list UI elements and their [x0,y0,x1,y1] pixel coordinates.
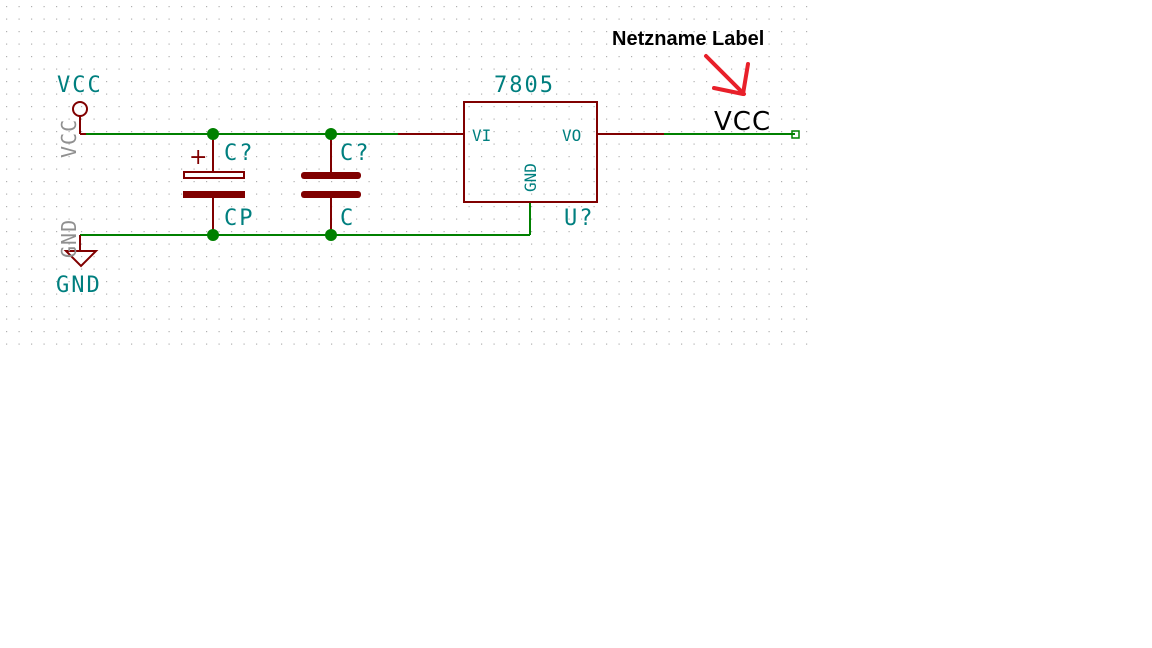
regulator-7805[interactable]: 7805 U? VI VO GND [398,73,664,231]
regulator-value: 7805 [494,73,555,98]
arrow-icon [704,54,750,96]
cp-value: CP [224,206,255,231]
cp-reference: C? [224,141,255,166]
net-label-anchor [791,130,800,139]
junction-dot [325,229,337,241]
pin-gnd-label: GND [521,163,540,192]
pin-vi-label: VI [472,126,491,145]
gnd-ghost-label: GND [57,219,81,258]
annotation: Netzname Label [612,28,764,96]
wires [80,133,795,236]
c-value: C [340,206,355,231]
polarity-plus: + [189,145,207,170]
regulator-reference: U? [564,206,595,231]
junction-dot [207,229,219,241]
junctions [207,128,337,241]
vcc-power-symbol[interactable]: VCC VCC [57,73,103,158]
gnd-value: GND [56,273,102,298]
net-label[interactable]: VCC [714,107,800,139]
gnd-power-symbol[interactable]: GND GND [56,219,102,298]
c-reference: C? [340,141,371,166]
junction-dot [325,128,337,140]
junction-dot [207,128,219,140]
vcc-ghost-label: VCC [57,119,81,158]
polarized-capacitor[interactable]: + C? CP [183,134,255,235]
annotation-text: Netzname Label [612,28,764,50]
capacitor[interactable]: C? C [301,134,371,235]
vcc-value: VCC [57,73,103,98]
schematic-grid [0,0,818,356]
pin-vo-label: VO [562,126,581,145]
net-label-text: VCC [714,107,771,137]
